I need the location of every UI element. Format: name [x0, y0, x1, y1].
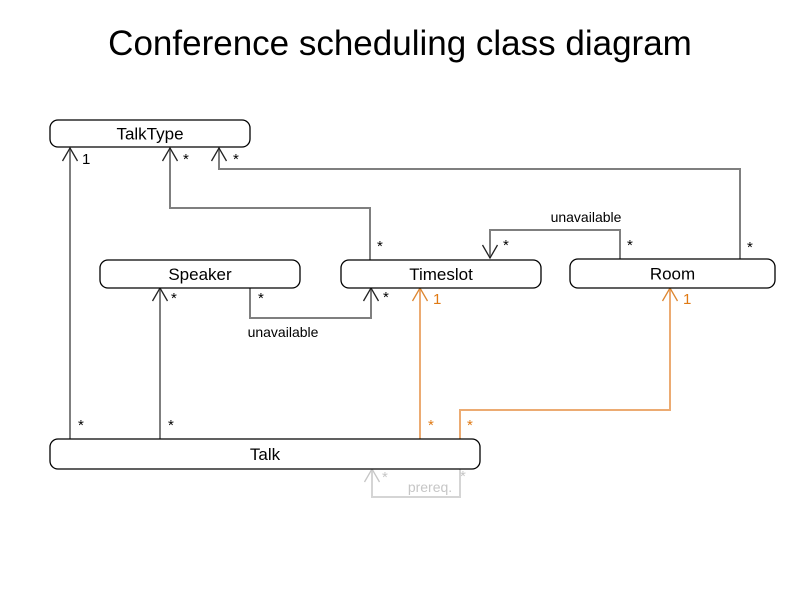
multiplicity-label-talk-to-talktype: 1: [82, 151, 90, 168]
multiplicity-label-talk-to-talk-prereq: *: [382, 469, 388, 486]
role-label-room-to-timeslot-unavailable: unavailable: [551, 209, 622, 225]
multiplicity-label-talk-to-room: *: [467, 417, 473, 434]
association-line-room-to-talktype: [218, 148, 741, 259]
open-arrowhead-room-to-timeslot-unavailable: [481, 244, 499, 260]
role-label-talk-to-talk-prereq: prereq.: [408, 479, 452, 495]
open-arrowhead-talk-to-talktype: [61, 146, 79, 162]
class-label-talktype: TalkType: [116, 125, 183, 144]
multiplicity-label-speaker-to-timeslot-unavailable: *: [383, 289, 389, 306]
multiplicity-label-room-to-timeslot-unavailable: *: [627, 237, 633, 254]
multiplicity-label-talk-to-talktype: *: [78, 417, 84, 434]
multiplicity-label-room-to-timeslot-unavailable: *: [503, 237, 509, 254]
association-line-timeslot-to-talktype: [169, 148, 371, 260]
class-box-talktype: [49, 119, 251, 148]
class-box-speaker: [99, 259, 301, 289]
multiplicity-label-talk-to-talk-prereq: *: [460, 468, 466, 485]
class-label-speaker: Speaker: [168, 265, 232, 284]
multiplicity-label-talk-to-timeslot: 1: [433, 291, 441, 308]
class-box-timeslot: [340, 259, 542, 289]
role-label-speaker-to-timeslot-unavailable: unavailable: [248, 324, 319, 340]
multiplicity-label-talk-to-speaker: *: [171, 290, 177, 307]
association-line-talk-to-room: [459, 288, 671, 439]
association-line-speaker-to-timeslot-unavailable: [249, 288, 372, 319]
multiplicity-label-speaker-to-timeslot-unavailable: *: [258, 290, 264, 307]
multiplicity-label-talk-to-timeslot: *: [428, 417, 434, 434]
class-label-room: Room: [650, 265, 695, 284]
open-arrowhead-room-to-talktype: [210, 146, 228, 162]
diagram-title: Conference scheduling class diagram: [108, 24, 692, 63]
multiplicity-label-talk-to-room: 1: [683, 291, 691, 308]
class-label-talk: Talk: [250, 445, 281, 464]
class-box-talk: [49, 438, 481, 470]
class-box-room: [569, 258, 776, 289]
class-label-timeslot: Timeslot: [409, 265, 473, 284]
multiplicity-label-room-to-talktype: *: [747, 239, 753, 256]
multiplicity-label-timeslot-to-talktype: *: [377, 238, 383, 255]
association-line-talk-to-talk-prereq: [371, 469, 461, 498]
multiplicity-label-timeslot-to-talktype: *: [183, 151, 189, 168]
association-line-room-to-timeslot-unavailable: [489, 229, 621, 259]
open-arrowhead-timeslot-to-talktype: [161, 146, 179, 162]
multiplicity-label-room-to-talktype: *: [233, 151, 239, 168]
multiplicity-label-talk-to-speaker: *: [168, 417, 174, 434]
